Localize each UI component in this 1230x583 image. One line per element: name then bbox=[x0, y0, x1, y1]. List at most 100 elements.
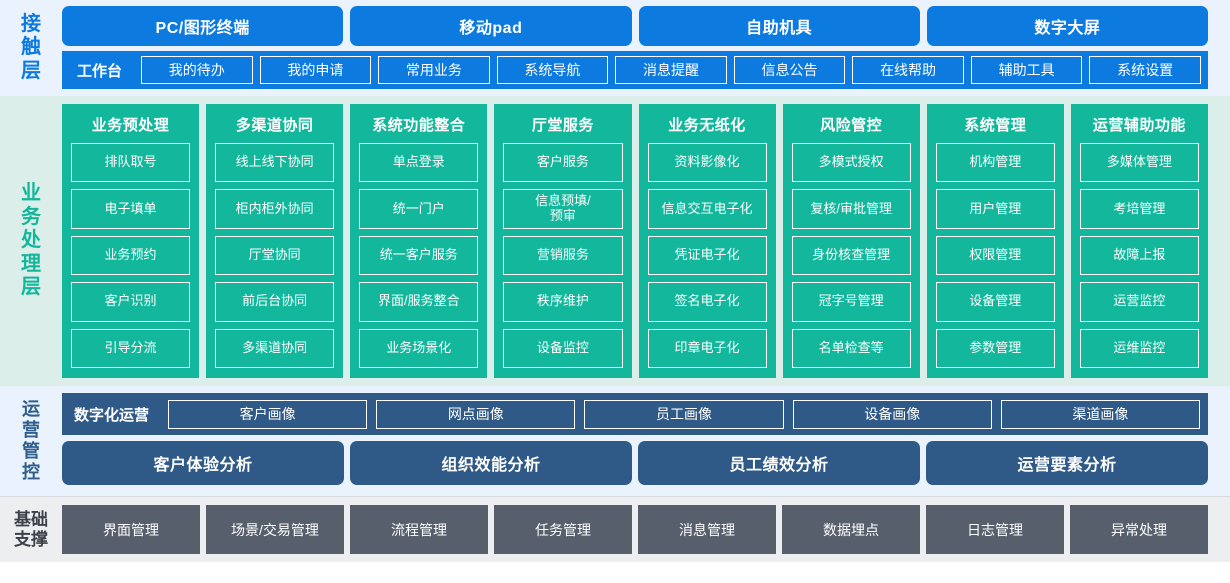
business-column-multichannel-collaboration: 多渠道协同 线上线下协同 柜内柜外协同 厅堂协同 前后台协同 多渠道协同 bbox=[206, 104, 344, 378]
column-title: 业务预处理 bbox=[91, 116, 170, 134]
label-char: 运 bbox=[22, 398, 40, 419]
workbench-title: 工作台 bbox=[77, 62, 123, 80]
biz-item[interactable]: 权限管理 bbox=[935, 235, 1055, 276]
label-char: 理 bbox=[21, 252, 41, 275]
nav-item-system-navigation[interactable]: 系统导航 bbox=[496, 56, 609, 84]
biz-item[interactable]: 签名电子化 bbox=[647, 282, 767, 322]
biz-item[interactable]: 多模式授权 bbox=[791, 143, 911, 183]
business-column-lobby-service: 厅堂服务 客户服务 信息预填/ 预审 营销服务 秩序维护 设备监控 bbox=[494, 104, 632, 378]
column-title: 厅堂服务 bbox=[531, 116, 594, 134]
foundation-item-exception-handling[interactable]: 异常处理 bbox=[1070, 505, 1208, 554]
biz-item[interactable]: 客户识别 bbox=[71, 282, 191, 322]
business-column-system-management: 系统管理 机构管理 用户管理 权限管理 设备管理 参数管理 bbox=[926, 104, 1064, 378]
biz-item[interactable]: 排队取号 bbox=[71, 143, 191, 183]
digital-operations-title: 数字化运营 bbox=[74, 406, 150, 424]
biz-item[interactable]: 身份核查管理 bbox=[791, 235, 911, 276]
business-column-preprocessing: 业务预处理 排队取号 电子填单 业务预约 客户识别 引导分流 bbox=[62, 104, 200, 378]
nav-item-system-settings[interactable]: 系统设置 bbox=[1089, 56, 1201, 84]
foundation-layer-label: 基础 支撑 bbox=[0, 505, 62, 554]
biz-item[interactable]: 机构管理 bbox=[935, 143, 1055, 183]
column-title: 风险管控 bbox=[820, 116, 883, 134]
operations-management-layer: 运 营 管 控 数字化运营 客户画像 网点画像 员工画像 设备画像 渠道画像 客… bbox=[0, 386, 1230, 496]
channel-card-pc[interactable]: PC/图形终端 bbox=[62, 6, 344, 46]
label-char: 层 bbox=[21, 59, 41, 82]
portrait-channel[interactable]: 渠道画像 bbox=[1000, 399, 1201, 429]
contact-layer: 接 触 层 PC/图形终端 移动pad 自助机具 数字大屏 工作台 我的待办 我… bbox=[0, 0, 1230, 96]
biz-item[interactable]: 柜内柜外协同 bbox=[215, 189, 335, 229]
foundation-item-data-tracking[interactable]: 数据埋点 bbox=[782, 505, 920, 554]
channel-card-digital-screen[interactable]: 数字大屏 bbox=[926, 6, 1208, 46]
biz-item[interactable]: 信息预填/ 预审 bbox=[503, 189, 623, 229]
biz-item[interactable]: 设备监控 bbox=[503, 328, 623, 369]
biz-item[interactable]: 前后台协同 bbox=[215, 282, 335, 322]
biz-item[interactable]: 引导分流 bbox=[71, 328, 191, 369]
nav-item-my-application[interactable]: 我的申请 bbox=[259, 56, 372, 84]
biz-item[interactable]: 考培管理 bbox=[1079, 189, 1199, 229]
contact-layer-label: 接 触 层 bbox=[0, 6, 62, 90]
biz-item[interactable]: 秩序维护 bbox=[503, 282, 623, 322]
biz-item[interactable]: 印章电子化 bbox=[647, 328, 767, 369]
biz-item[interactable]: 单点登录 bbox=[359, 143, 479, 183]
label-char: 层 bbox=[21, 276, 41, 299]
label-char: 务 bbox=[21, 205, 41, 228]
biz-item[interactable]: 资料影像化 bbox=[647, 143, 767, 183]
analysis-customer-experience[interactable]: 客户体验分析 bbox=[62, 441, 344, 485]
nav-item-common-business[interactable]: 常用业务 bbox=[378, 56, 490, 84]
biz-item[interactable]: 故障上报 bbox=[1079, 235, 1199, 276]
biz-item[interactable]: 电子填单 bbox=[71, 189, 191, 229]
analysis-employee-performance[interactable]: 员工绩效分析 bbox=[638, 441, 920, 485]
foundation-item-log-management[interactable]: 日志管理 bbox=[926, 505, 1064, 554]
foundation-item-interface-management[interactable]: 界面管理 bbox=[62, 505, 200, 554]
column-title: 系统功能整合 bbox=[372, 116, 466, 134]
biz-item[interactable]: 业务预约 bbox=[71, 235, 191, 276]
foundation-item-scenario-transaction-management[interactable]: 场景/交易管理 bbox=[206, 505, 344, 554]
portrait-employee[interactable]: 员工画像 bbox=[584, 399, 784, 429]
business-column-system-function-integration: 系统功能整合 单点登录 统一门户 统一客户服务 界面/服务整合 业务场景化 bbox=[350, 104, 488, 378]
channel-row: PC/图形终端 移动pad 自助机具 数字大屏 bbox=[62, 6, 1208, 46]
nav-item-my-todo[interactable]: 我的待办 bbox=[141, 56, 253, 84]
biz-item[interactable]: 营销服务 bbox=[503, 235, 623, 276]
foundation-item-message-management[interactable]: 消息管理 bbox=[638, 505, 776, 554]
operations-layer-body: 数字化运营 客户画像 网点画像 员工画像 设备画像 渠道画像 客户体验分析 组织… bbox=[62, 393, 1230, 489]
business-column-operation-support: 运营辅助功能 多媒体管理 考培管理 故障上报 运营监控 运维监控 bbox=[1070, 104, 1208, 378]
biz-item[interactable]: 界面/服务整合 bbox=[359, 282, 479, 322]
biz-item[interactable]: 线上线下协同 bbox=[215, 143, 335, 183]
label-char: 控 bbox=[22, 462, 40, 483]
biz-item[interactable]: 冠字号管理 bbox=[791, 282, 911, 322]
biz-item[interactable]: 凭证电子化 bbox=[647, 235, 767, 276]
biz-item[interactable]: 客户服务 bbox=[503, 143, 623, 183]
biz-item[interactable]: 复核/审批管理 bbox=[791, 189, 911, 229]
biz-item[interactable]: 参数管理 bbox=[935, 328, 1055, 369]
biz-item[interactable]: 统一门户 bbox=[359, 189, 479, 229]
biz-item[interactable]: 信息交互电子化 bbox=[647, 189, 767, 229]
channel-card-self-service[interactable]: 自助机具 bbox=[638, 6, 920, 46]
portrait-device[interactable]: 设备画像 bbox=[792, 399, 992, 429]
nav-item-information-bulletin[interactable]: 信息公告 bbox=[733, 56, 846, 84]
biz-item[interactable]: 名单检查等 bbox=[791, 328, 911, 369]
analysis-operation-factors[interactable]: 运营要素分析 bbox=[926, 441, 1208, 485]
biz-item[interactable]: 设备管理 bbox=[935, 282, 1055, 322]
foundation-item-process-management[interactable]: 流程管理 bbox=[350, 505, 488, 554]
label-char: 业 bbox=[21, 182, 41, 205]
nav-item-online-help[interactable]: 在线帮助 bbox=[852, 56, 964, 84]
business-layer-body: 业务预处理 排队取号 电子填单 业务预约 客户识别 引导分流 多渠道协同 线上线… bbox=[62, 104, 1230, 378]
biz-item[interactable]: 多渠道协同 bbox=[215, 328, 335, 369]
channel-card-mobile-pad[interactable]: 移动pad bbox=[350, 6, 632, 46]
portrait-customer[interactable]: 客户画像 bbox=[168, 399, 368, 429]
biz-item[interactable]: 用户管理 bbox=[935, 189, 1055, 229]
label-line: 基础 bbox=[14, 509, 48, 529]
label-line: 支撑 bbox=[14, 529, 48, 549]
biz-item[interactable]: 统一客户服务 bbox=[359, 235, 479, 276]
label-char: 触 bbox=[21, 36, 41, 59]
portrait-branch[interactable]: 网点画像 bbox=[376, 399, 576, 429]
foundation-item-task-management[interactable]: 任务管理 bbox=[494, 505, 632, 554]
biz-item[interactable]: 厅堂协同 bbox=[215, 235, 335, 276]
biz-item[interactable]: 运营监控 bbox=[1079, 282, 1199, 322]
nav-item-auxiliary-tools[interactable]: 辅助工具 bbox=[970, 56, 1083, 84]
analysis-organizational-efficiency[interactable]: 组织效能分析 bbox=[350, 441, 632, 485]
analysis-row: 客户体验分析 组织效能分析 员工绩效分析 运营要素分析 bbox=[62, 441, 1208, 485]
biz-item[interactable]: 运维监控 bbox=[1079, 328, 1199, 369]
nav-item-message-alert[interactable]: 消息提醒 bbox=[615, 56, 727, 84]
biz-item[interactable]: 多媒体管理 bbox=[1079, 143, 1199, 183]
biz-item[interactable]: 业务场景化 bbox=[359, 328, 479, 369]
